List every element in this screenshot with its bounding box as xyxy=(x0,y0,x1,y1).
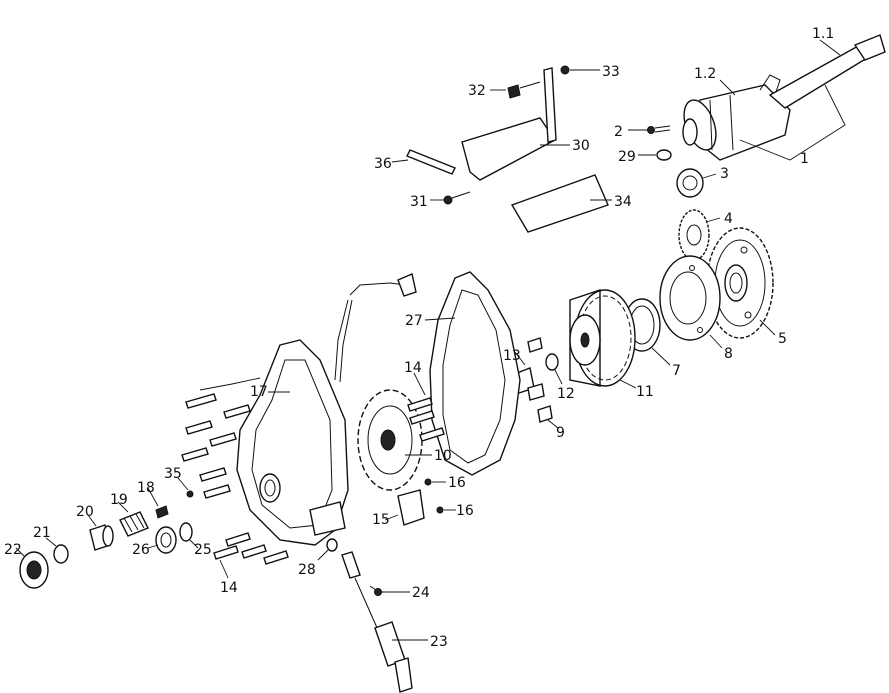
callout-1-2: 1.2 xyxy=(694,66,716,82)
callout-14b: 14 xyxy=(220,580,238,596)
bolts-14-upper xyxy=(407,372,445,442)
screw-16b xyxy=(436,506,456,514)
callout-8: 8 xyxy=(724,346,733,362)
screw-16a xyxy=(424,478,446,486)
callout-10: 10 xyxy=(434,448,452,464)
bolt-31 xyxy=(430,191,471,205)
callout-14a: 14 xyxy=(404,360,422,376)
cap-22 xyxy=(15,547,49,589)
strap-36 xyxy=(391,149,456,175)
starter-motor xyxy=(682,34,886,161)
callout-5: 5 xyxy=(778,331,787,347)
sensor-15 xyxy=(384,489,425,526)
callout-13: 13 xyxy=(503,348,521,364)
bolt-24 xyxy=(369,585,410,596)
gear-3 xyxy=(676,168,717,198)
callout-19: 19 xyxy=(110,492,128,508)
spring-19 xyxy=(117,501,149,537)
bolts-14-lower xyxy=(213,532,289,579)
side-cover-17 xyxy=(236,339,349,546)
callout-23: 23 xyxy=(430,634,448,650)
nut-33 xyxy=(560,65,600,75)
callout-17: 17 xyxy=(250,384,268,400)
o-ring-28 xyxy=(317,538,338,561)
callout-33: 33 xyxy=(602,64,620,80)
callout-15: 15 xyxy=(372,512,390,528)
callout-11: 11 xyxy=(636,384,654,400)
plate-34 xyxy=(510,174,612,233)
callout-21: 21 xyxy=(33,525,51,541)
callout-27: 27 xyxy=(405,313,423,329)
callout-29: 29 xyxy=(618,149,636,165)
o-ring-25 xyxy=(179,522,199,549)
callout-labels: 1.1 1.2 1 2 29 3 4 5 8 7 11 12 13 9 27 1… xyxy=(4,26,834,650)
bolt-2 xyxy=(628,125,671,134)
callout-12: 12 xyxy=(557,386,575,402)
callout-3: 3 xyxy=(720,166,729,182)
sensor-cable-23 xyxy=(341,551,428,693)
bolt-32 xyxy=(490,81,541,99)
gear-26 xyxy=(147,526,177,554)
o-ring-29 xyxy=(656,149,672,161)
callout-16a: 16 xyxy=(448,475,466,491)
washer-12 xyxy=(545,353,563,385)
bolts-left-cover xyxy=(181,377,261,499)
plate-8 xyxy=(659,255,723,349)
callout-34: 34 xyxy=(614,194,632,210)
pin-18 xyxy=(147,487,169,519)
callout-30: 30 xyxy=(572,138,590,154)
callout-20: 20 xyxy=(76,504,94,520)
callout-1: 1 xyxy=(800,151,809,167)
washer-35 xyxy=(177,477,194,498)
bushing-20 xyxy=(87,514,114,551)
callout-26: 26 xyxy=(132,542,150,558)
bolt-9 xyxy=(537,405,559,429)
ring-21 xyxy=(45,537,69,564)
callout-24: 24 xyxy=(412,585,430,601)
callout-25: 25 xyxy=(194,542,212,558)
callout-2: 2 xyxy=(614,124,623,140)
callout-35: 35 xyxy=(164,466,182,482)
callout-36: 36 xyxy=(374,156,392,172)
callout-32: 32 xyxy=(468,83,486,99)
callout-4: 4 xyxy=(724,211,733,227)
bracket-30 xyxy=(461,67,570,181)
gear-4 xyxy=(678,209,721,261)
callout-1-1: 1.1 xyxy=(812,26,834,42)
callout-18: 18 xyxy=(137,480,155,496)
callout-16b: 16 xyxy=(456,503,474,519)
callout-28: 28 xyxy=(298,562,316,578)
callout-22: 22 xyxy=(4,542,22,558)
callout-31: 31 xyxy=(410,194,428,210)
stator-10 xyxy=(334,273,432,491)
flywheel-11 xyxy=(569,289,637,389)
callout-9: 9 xyxy=(556,425,565,441)
gasket-27 xyxy=(424,271,521,476)
leader-1 xyxy=(739,84,846,161)
callout-7: 7 xyxy=(672,363,681,379)
